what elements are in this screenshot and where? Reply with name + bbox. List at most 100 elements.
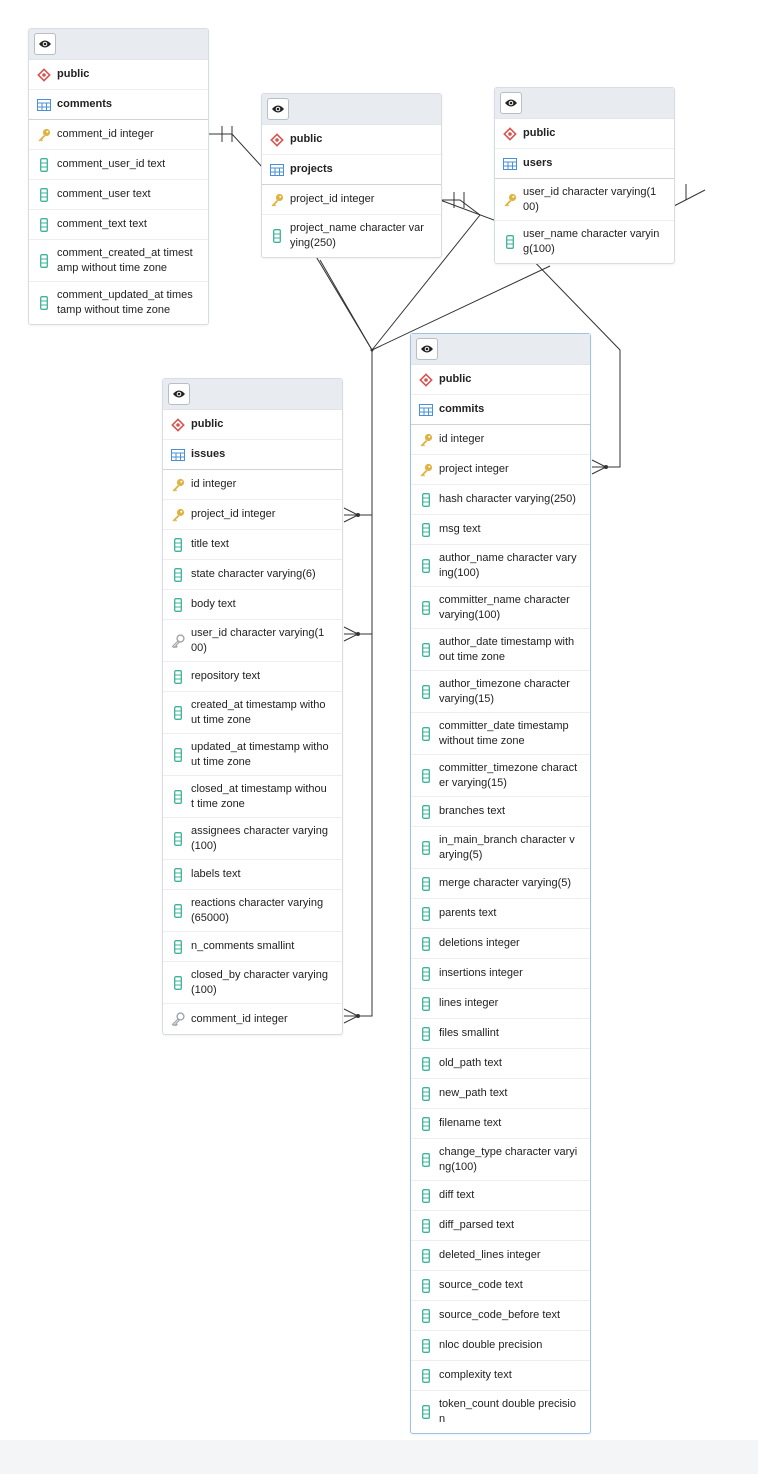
column-row[interactable]: hash character varying(250) [411,485,590,515]
column-row[interactable]: deleted_lines integer [411,1241,590,1271]
column-row[interactable]: lines integer [411,989,590,1019]
column-row[interactable]: parents text [411,899,590,929]
column-row[interactable]: deletions integer [411,929,590,959]
column-icon [419,1308,433,1323]
link-users-commits [439,199,621,468]
schema-row: public [163,410,342,440]
column-row[interactable]: insertions integer [411,959,590,989]
column-row[interactable]: assignees character varying(100) [163,818,342,860]
column-row[interactable]: nloc double precision [411,1331,590,1361]
column-label: n_comments smallint [191,940,295,952]
column-row[interactable]: branches text [411,797,590,827]
column-label: complexity text [439,1369,512,1381]
schema-row: public [411,365,590,395]
column-label: deletions integer [439,937,520,949]
table-name-row: issues [163,440,342,470]
column-row[interactable]: source_code text [411,1271,590,1301]
column-row[interactable]: new_path text [411,1079,590,1109]
column-row[interactable]: title text [163,530,342,560]
column-row[interactable]: merge character varying(5) [411,869,590,899]
column-row[interactable]: n_comments smallint [163,932,342,962]
eye-icon[interactable] [500,92,522,114]
eye-icon[interactable] [34,33,56,55]
column-row[interactable]: project_id integer [262,185,441,215]
column-row[interactable]: id integer [163,470,342,500]
eye-icon[interactable] [416,338,438,360]
column-row[interactable]: msg text [411,515,590,545]
column-label: deleted_lines integer [439,1249,541,1261]
column-row[interactable]: source_code_before text [411,1301,590,1331]
column-row[interactable]: comment_user_id text [29,150,208,180]
eye-icon[interactable] [267,98,289,120]
schema-name: public [191,418,224,430]
column-row[interactable]: repository text [163,662,342,692]
table-card-issues[interactable]: public issues id integer project_id integer… [162,378,343,1035]
column-row[interactable]: files smallint [411,1019,590,1049]
column-icon [419,1218,433,1233]
column-icon [419,684,433,699]
column-icon [171,939,185,954]
column-row[interactable]: project integer [411,455,590,485]
column-icon [37,253,51,268]
column-row[interactable]: comment_id integer [29,120,208,150]
column-row[interactable]: closed_by character varying(100) [163,962,342,1004]
column-row[interactable]: comment_text text [29,210,208,240]
column-icon [419,1026,433,1041]
schema-row: public [262,125,441,155]
column-label: id integer [191,478,237,490]
column-icon [419,1278,433,1293]
column-label: project_id integer [191,508,276,520]
canvas-footer [0,1440,758,1474]
column-row[interactable]: diff text [411,1181,590,1211]
column-label: parents text [439,907,497,919]
column-row[interactable]: old_path text [411,1049,590,1079]
column-row[interactable]: diff_parsed text [411,1211,590,1241]
column-row[interactable]: filename text [411,1109,590,1139]
column-icon [419,600,433,615]
column-icon [419,996,433,1011]
column-row[interactable]: complexity text [411,1361,590,1391]
table-header [495,88,674,119]
eye-icon[interactable] [168,383,190,405]
foreign-key-icon [171,1012,185,1026]
column-row[interactable]: state character varying(6) [163,560,342,590]
column-label: title text [191,538,229,550]
column-row[interactable]: id integer [411,425,590,455]
column-row[interactable]: body text [163,590,342,620]
column-row[interactable]: comment_user text [29,180,208,210]
column-row[interactable]: labels text [163,860,342,890]
column-icon [419,966,433,981]
column-label: labels text [191,868,241,880]
column-icon [419,1368,433,1383]
column-row[interactable]: reactions character varying(65000) [163,890,342,932]
column-row[interactable]: project_id integer [163,500,342,530]
column-icon [37,217,51,232]
column-row[interactable]: comment_id integer [163,1004,342,1034]
column-label: closed_by character varying(100) [191,968,328,996]
column-icon [171,903,185,918]
